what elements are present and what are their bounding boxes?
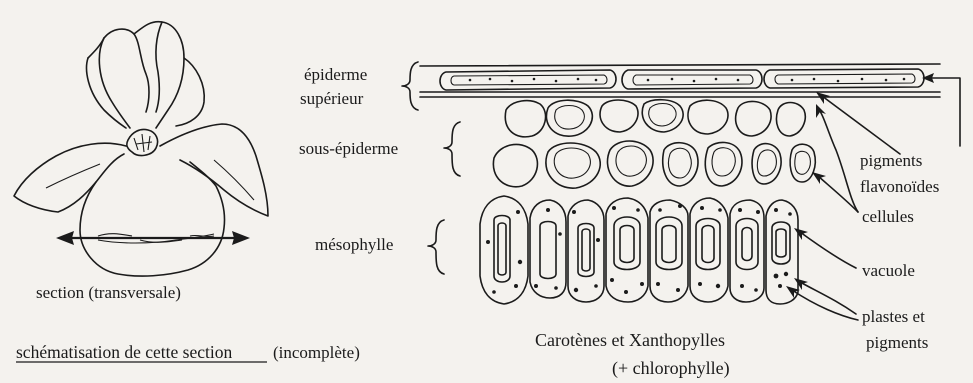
brace-sous-epiderme [444,122,460,176]
label-plastes-line2: pigments [866,333,928,352]
label-chlorophylle: (+ chlorophylle) [612,358,730,379]
mesophyll-cells [480,196,798,304]
sub-epidermis-cells-row2 [493,141,815,188]
label-section-transversale: section (transversale) [36,283,181,302]
epidermis-cell [764,69,924,88]
label-carotenes: Carotènes et Xanthopylles [535,330,725,350]
label-schematisation: schématisation de cette section [16,342,232,362]
epidermis-cell [622,70,762,89]
label-cellules: cellules [862,207,914,226]
label-vacuole: vacuole [862,261,915,280]
label-sous-epiderme: sous-épiderme [299,139,398,158]
label-pigments-line2: flavonoïdes [860,177,939,196]
label-plastes-line1: plastes et [862,307,925,326]
label-epiderme-line1: épiderme [304,65,367,84]
pointer-arrows [786,73,960,320]
label-incomplete: (incomplète) [273,343,360,362]
brace-mesophylle [428,220,444,274]
iris-flower-drawing [14,22,268,276]
epidermis-cell [440,70,616,90]
brace-epiderme [402,62,418,110]
epidermis-pigment-dots [469,78,906,83]
label-pigments-line1: pigments [860,151,922,170]
label-epiderme-line2: supérieur [300,89,364,108]
label-mesophylle: mésophylle [315,235,393,254]
sub-epidermis-cells-row1 [505,100,805,137]
